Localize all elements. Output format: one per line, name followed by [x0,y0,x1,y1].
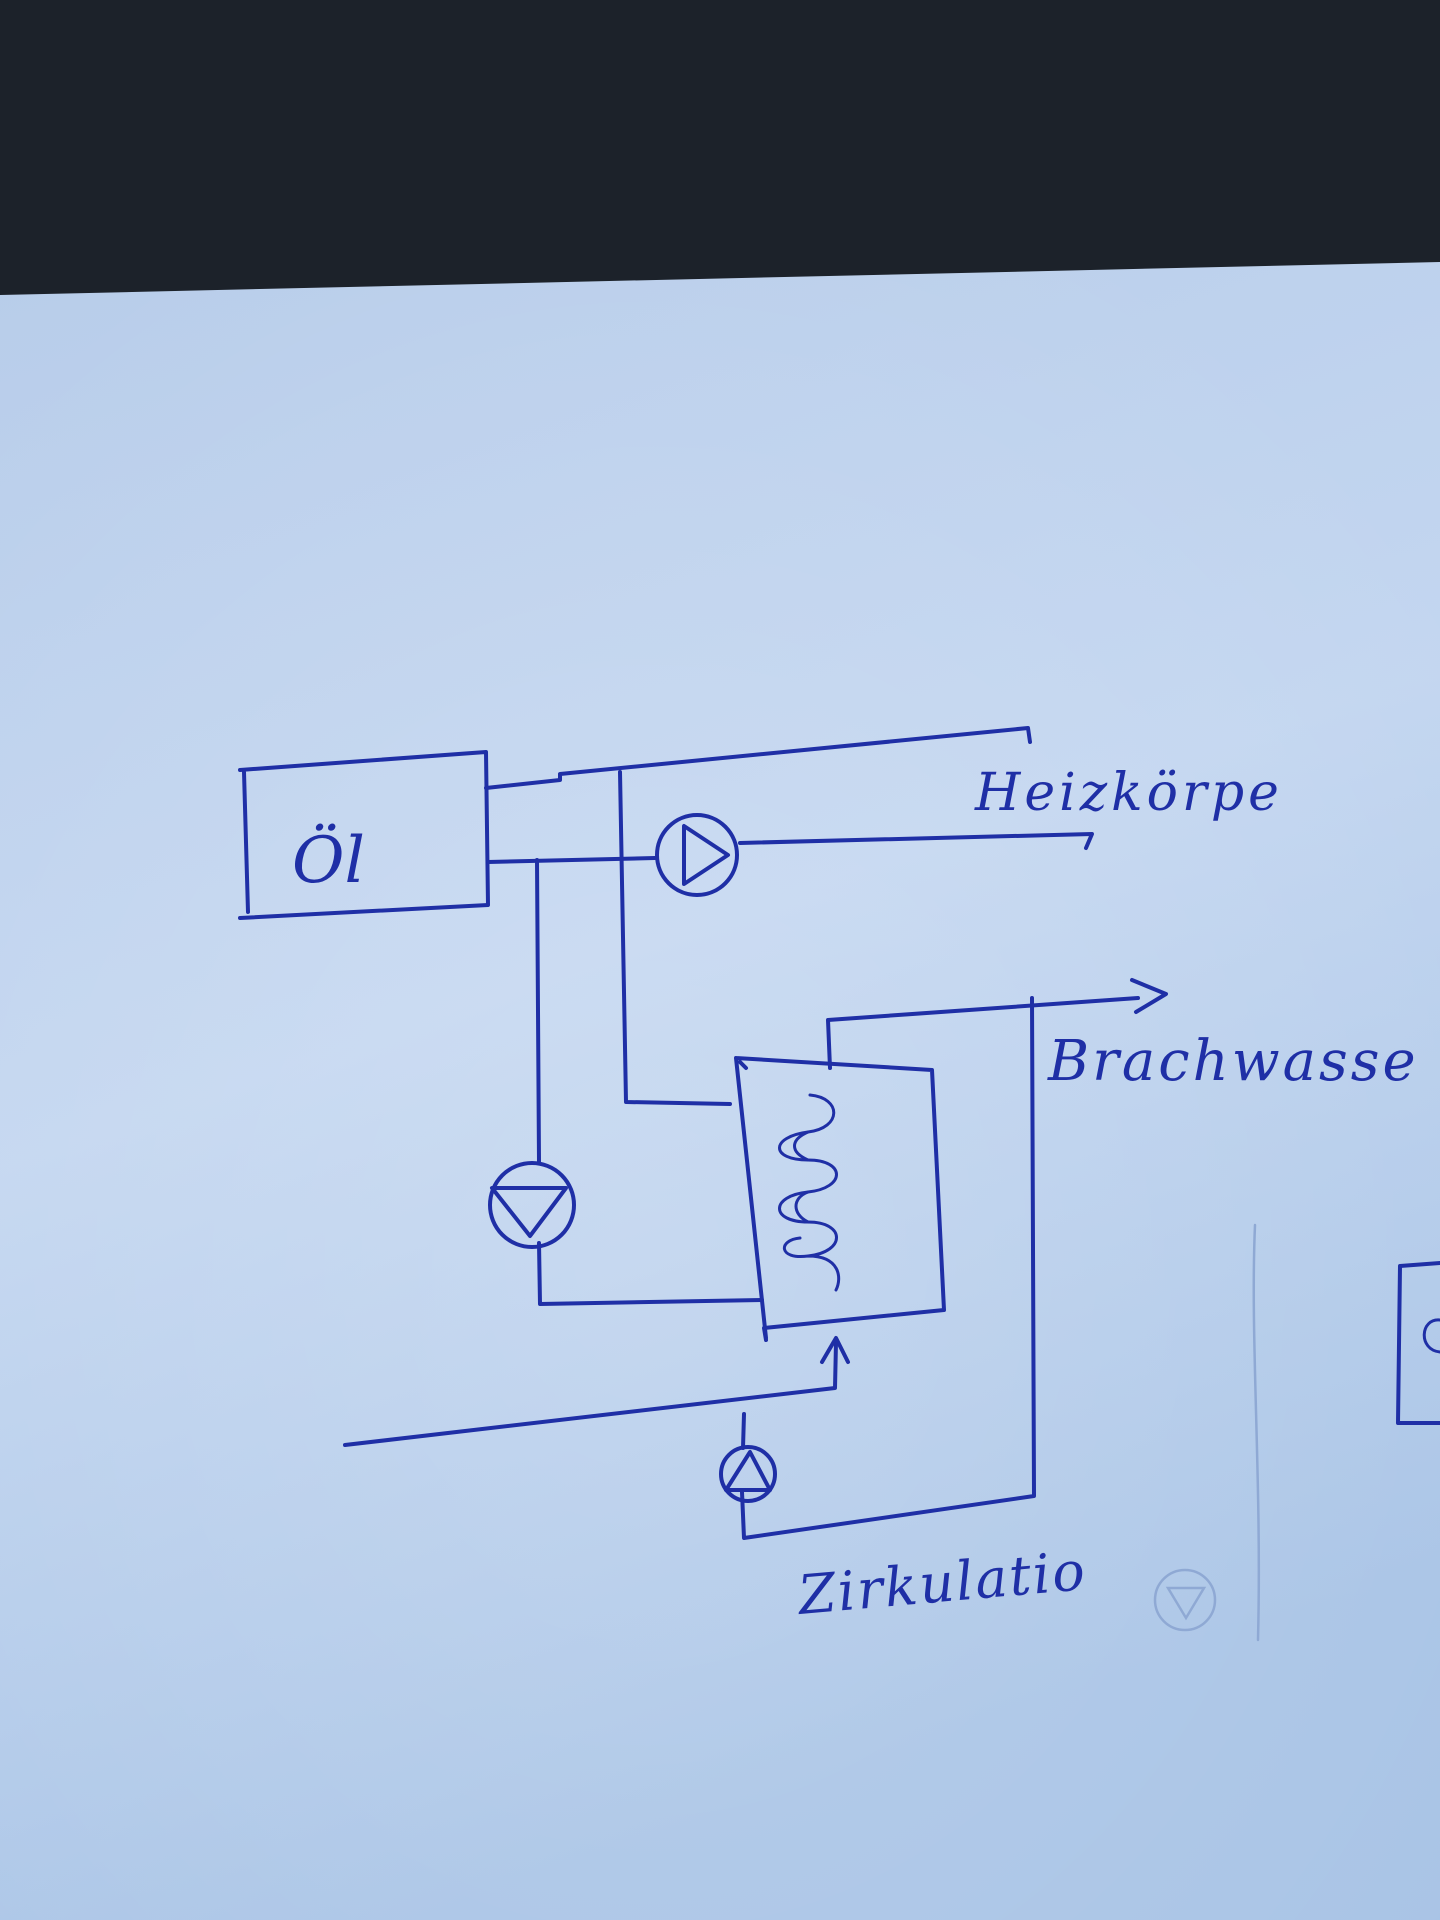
cropped-box-right-edge [1396,1261,1440,1425]
hot-water-label: Brachwasse [1047,1029,1419,1094]
circulation-pump-icon [719,1445,777,1503]
hot-water-storage-tank [734,1056,946,1342]
boiler-loading-pipe [535,858,764,1306]
boiler-loading-pump-icon [488,1161,576,1249]
circulation-loop-pipe [740,996,1036,1540]
oil-tank-box [238,750,490,920]
radiator-pump-icon [655,813,739,897]
bleed-through-marks [1153,1223,1261,1642]
radiator-return-pipe [486,832,1094,864]
oil-tank-label: Öl [292,822,365,898]
hot-water-outlet-pipe [826,978,1168,1070]
radiator-label: Heizkörpe [974,763,1283,823]
radiator-supply-pipe [484,726,1032,1106]
heat-exchanger-coil-icon [778,1093,841,1292]
cold-water-inlet-pipe [343,1336,850,1447]
